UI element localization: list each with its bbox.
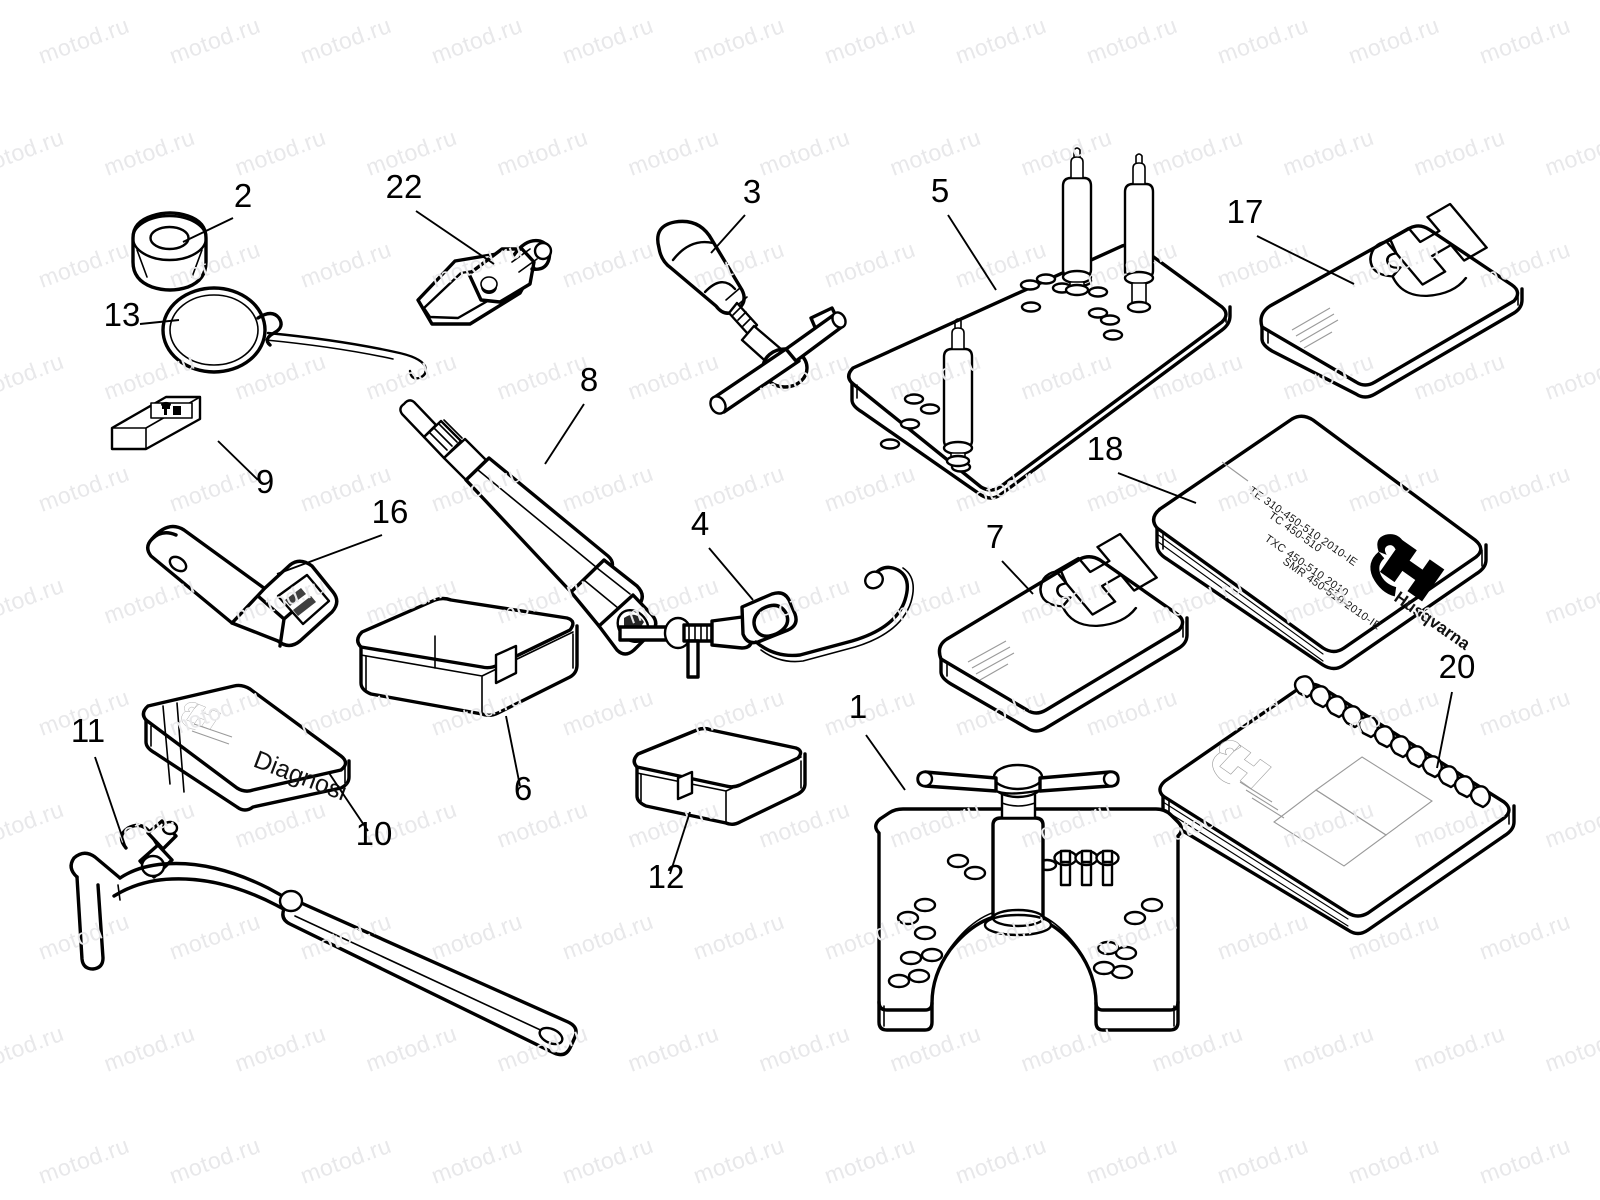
callout-number-22: 22 <box>386 168 423 205</box>
part-booklet-7 <box>937 532 1189 733</box>
callout-number-13: 13 <box>104 296 141 333</box>
callout-8[interactable]: 8 <box>544 361 598 465</box>
booklet-caption-lines <box>1291 307 1339 349</box>
part-feeler-gauge-block <box>110 395 202 451</box>
callout-16[interactable]: 16 <box>276 493 409 575</box>
callout-3[interactable]: 3 <box>710 173 761 254</box>
callout-number-10: 10 <box>356 815 393 852</box>
press-pins <box>1053 849 1120 887</box>
callout-22[interactable]: 22 <box>386 168 495 265</box>
part-spark-plug-socket <box>146 524 339 648</box>
guide-pin <box>1061 147 1093 297</box>
part-t-handle-tool <box>656 219 847 415</box>
husqvarna-h-logo <box>1370 534 1445 602</box>
husqvarna-h-logo <box>1039 532 1158 628</box>
part-diagnosi-manual: Diagnosi <box>141 683 351 812</box>
leader-line-17 <box>1256 235 1355 285</box>
callout-11[interactable]: 11 <box>71 712 127 849</box>
callout-5[interactable]: 5 <box>931 172 997 291</box>
manual-small-caption <box>1221 461 1351 608</box>
leader-line-10 <box>328 772 369 832</box>
leader-line-12 <box>669 811 691 875</box>
callout-1[interactable]: 1 <box>849 688 906 791</box>
callout-number-4: 4 <box>691 505 709 542</box>
part-spiral-manual-20 <box>1158 675 1516 936</box>
callout-7[interactable]: 7 <box>986 518 1034 595</box>
part-fixture-plate-large <box>847 147 1232 500</box>
leader-line-1 <box>865 734 906 791</box>
leader-line-5 <box>947 214 997 291</box>
leader-line-13 <box>139 319 180 325</box>
callout-12[interactable]: 12 <box>648 811 691 895</box>
part-booklet-17 <box>1259 202 1524 399</box>
callout-9[interactable]: 9 <box>217 440 274 500</box>
callout-number-1: 1 <box>849 688 867 725</box>
part-tool-case-large <box>356 596 579 717</box>
leader-line-22 <box>415 210 495 265</box>
spiral-binding <box>1293 675 1491 809</box>
part-tool-case-small <box>632 726 807 826</box>
callout-17[interactable]: 17 <box>1227 193 1355 285</box>
husqvarna-h-logo <box>1369 202 1488 298</box>
callout-number-18: 18 <box>1087 430 1124 467</box>
leader-line-3 <box>710 214 746 254</box>
part-clutch-spanner <box>69 819 578 1057</box>
callout-number-20: 20 <box>1439 648 1476 685</box>
leader-line-20 <box>1436 691 1453 769</box>
callout-number-12: 12 <box>648 858 685 895</box>
callout-number-3: 3 <box>743 173 761 210</box>
leader-line-18 <box>1117 472 1197 504</box>
leader-line-9 <box>217 440 259 481</box>
callout-number-5: 5 <box>931 172 949 209</box>
guide-pin <box>942 318 974 468</box>
booklet-caption-lines <box>967 640 1015 681</box>
callout-6[interactable]: 6 <box>505 715 532 807</box>
leader-line-6 <box>505 715 521 787</box>
leader-line-11 <box>94 756 127 849</box>
part-chain-breaker-clamp <box>416 238 553 326</box>
callout-number-2: 2 <box>234 177 252 214</box>
callout-number-16: 16 <box>372 493 409 530</box>
callout-number-9: 9 <box>256 463 274 500</box>
leader-line-7 <box>1001 560 1034 595</box>
leader-line-16 <box>276 534 383 575</box>
callout-number-17: 17 <box>1227 193 1264 230</box>
leader-line-8 <box>544 403 585 465</box>
part-valve-spring-compressor <box>618 565 914 679</box>
callout-4[interactable]: 4 <box>691 505 754 601</box>
manual-caption-lines <box>191 723 233 745</box>
callout-number-11: 11 <box>71 712 105 749</box>
callout-number-8: 8 <box>580 361 598 398</box>
callout-number-6: 6 <box>514 770 532 807</box>
callout-13[interactable]: 13 <box>104 296 180 333</box>
callout-2[interactable]: 2 <box>182 177 252 243</box>
callout-18[interactable]: 18 <box>1087 430 1197 504</box>
part-lock-nut <box>131 211 208 292</box>
guide-pin <box>1123 153 1155 314</box>
part-press-fixture-1 <box>874 763 1184 1032</box>
callout-10[interactable]: 10 <box>328 772 393 852</box>
manual-cover-fields <box>1239 756 1433 867</box>
callout-20[interactable]: 20 <box>1436 648 1476 769</box>
leader-line-4 <box>708 547 754 601</box>
leader-line-2 <box>182 217 234 243</box>
callout-number-7: 7 <box>986 518 1004 555</box>
part-ring-compressor <box>161 286 427 380</box>
